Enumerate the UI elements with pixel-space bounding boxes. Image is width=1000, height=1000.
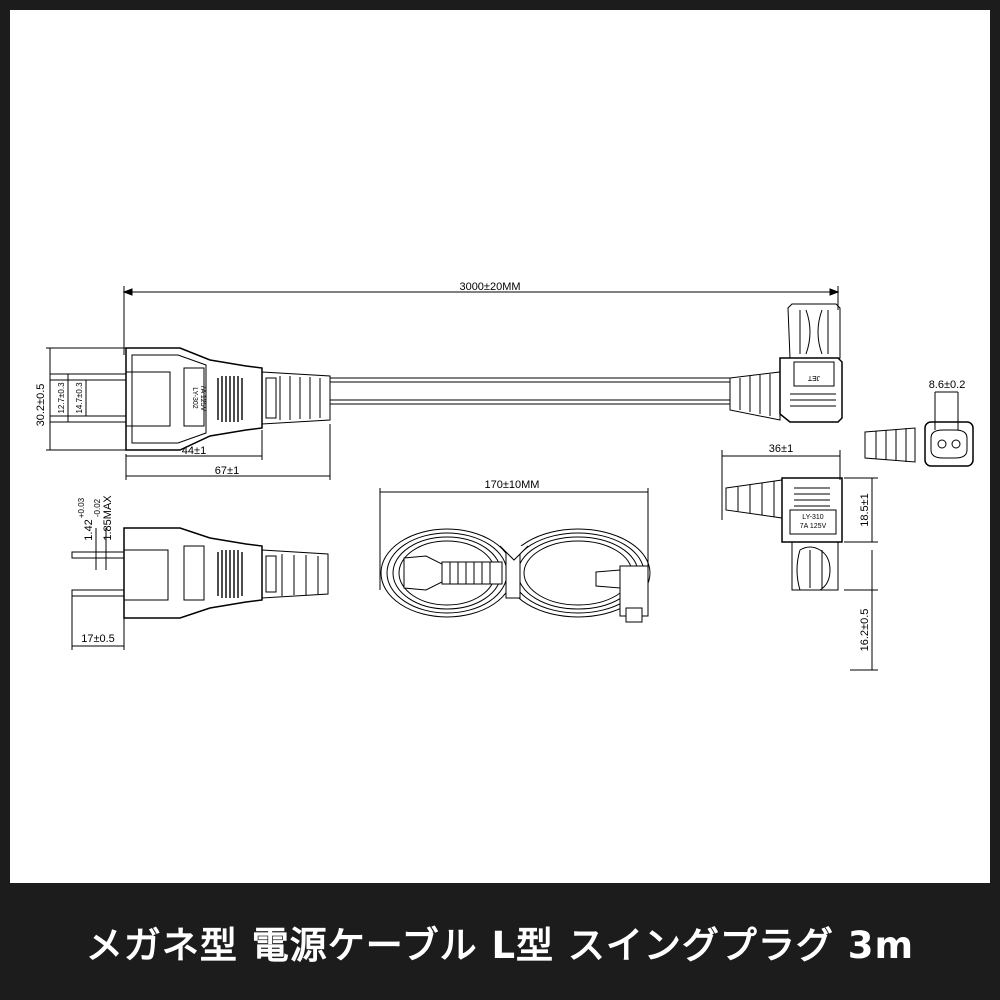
dim-pin-tol-minus: -0.02 <box>93 498 102 517</box>
dim-pin-tol-plus: +0.03 <box>77 497 86 518</box>
l-connector <box>729 303 843 423</box>
conn-model-label: LY-310 <box>802 514 824 521</box>
jet-label: JET <box>807 374 820 381</box>
plug-body <box>125 347 263 451</box>
product-title: メガネ型 電源ケーブル L型 スイングプラグ 3m <box>85 923 915 967</box>
cable <box>330 377 730 405</box>
dim-pin-pitch: 12.7±0.3 <box>57 382 66 414</box>
dim-plug-total: 67±1 <box>215 465 239 477</box>
conn-rating-label: 7A 125V <box>800 523 827 530</box>
dim-pin-length: 17±0.5 <box>81 633 115 645</box>
dim-pin-max: 1.85MAX <box>102 495 114 541</box>
dim-pin-width: 14.7±0.3 <box>75 382 84 414</box>
plug-rating-label: 7A 125V <box>199 385 206 412</box>
coiled-cable <box>380 528 651 623</box>
drawing-sheet: 3000±20MM 30.2±0.5 12.7±0.3 14.7±0.3 44±… <box>10 10 990 883</box>
connector-side-view <box>725 477 843 591</box>
connector-end-view <box>864 421 974 467</box>
dim-coil-width: 170±10MM <box>485 479 540 491</box>
plug-strain-relief <box>261 371 331 425</box>
dim-length: 3000±20MM <box>459 281 520 293</box>
dim-plug-body: 44±1 <box>182 445 206 457</box>
dim-conn-depth: 16.2±0.5 <box>859 609 871 652</box>
technical-drawing: 3000±20MM 30.2±0.5 12.7±0.3 14.7±0.3 44±… <box>35 281 974 671</box>
dim-conn-width: 8.6±0.2 <box>929 379 966 391</box>
dim-height: 30.2±0.5 <box>35 384 47 427</box>
dim-pin-thick: 1.42 <box>83 519 95 540</box>
plug-model-label: LY-302 <box>191 387 198 409</box>
title-banner: メガネ型 電源ケーブル L型 スイングプラグ 3m <box>0 883 1000 1000</box>
dim-conn-height: 18.5±1 <box>859 493 871 527</box>
plug-front-view <box>71 527 329 619</box>
dim-conn-length: 36±1 <box>769 443 793 455</box>
